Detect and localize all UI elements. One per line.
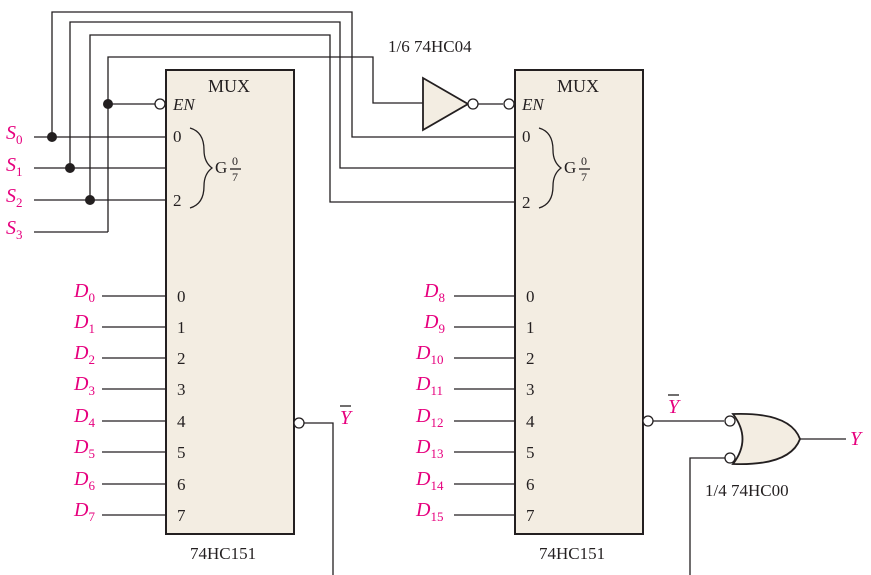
label-d12: D12 <box>415 405 443 430</box>
wire-left-out <box>304 422 334 575</box>
mux-right-sel-pin-0: 0 <box>522 127 531 146</box>
inverter-gate: 1/6 74HC04 <box>388 37 503 132</box>
mux-right-en-label: EN <box>521 95 545 114</box>
junction-s0 <box>47 132 57 142</box>
data-inputs-left: D0 D1 D2 D3 D4 D5 D6 D7 <box>73 280 166 524</box>
mux-right-pin-7: 7 <box>526 506 535 525</box>
label-d13: D13 <box>415 436 443 461</box>
mux-left-sel-pin-0: 0 <box>173 127 182 146</box>
mux-right-out-label: Y <box>668 396 681 418</box>
mux-right-data-pins: 0 1 2 3 4 5 6 7 <box>526 287 535 525</box>
nand-body <box>731 412 801 466</box>
mux-right-group-num: 0 <box>581 154 587 168</box>
label-d5: D5 <box>73 436 95 461</box>
mux-left-body <box>165 69 295 535</box>
mux-left-pin-7: 7 <box>177 506 186 525</box>
final-output-label: Y <box>850 428 863 450</box>
label-s2: S2 <box>6 185 23 210</box>
label-d6: D6 <box>73 468 95 493</box>
mux-left-pin-0: 0 <box>177 287 186 306</box>
mux-left-en-bubble <box>154 98 166 110</box>
mux-right-part: 74HC151 <box>539 544 605 563</box>
label-d4: D4 <box>73 405 95 430</box>
inverter-label: 1/6 74HC04 <box>388 37 472 56</box>
label-s1: S1 <box>6 154 23 179</box>
mux-left-pin-3: 3 <box>177 380 186 399</box>
mux-right-pin-3: 3 <box>526 380 535 399</box>
mux-left-out-label: Y <box>340 407 353 429</box>
select-input-labels: S0 S1 S2 S3 <box>6 122 23 242</box>
mux-left-en-label: EN <box>172 95 196 114</box>
mux-left-out-bubble <box>293 417 305 429</box>
nand-gate: Y 1/4 74HC00 <box>689 412 863 575</box>
mux-left-title: MUX <box>208 76 250 96</box>
mux-right: MUX EN 0 2 G 0 7 0 1 2 3 4 5 6 7 Y 74HC1… <box>503 69 724 563</box>
inverter-out-bubble <box>467 98 479 110</box>
label-d14: D14 <box>415 468 444 493</box>
mux-left-group-den: 7 <box>232 170 238 184</box>
junction-s2 <box>85 195 95 205</box>
label-s0: S0 <box>6 122 23 147</box>
mux-right-pin-1: 1 <box>526 318 535 337</box>
mux-left-group-num: 0 <box>232 154 238 168</box>
nand-in-bubble-a <box>724 415 736 427</box>
wire-s3-bus <box>107 56 423 232</box>
wire-s1-bus <box>69 21 515 169</box>
select-input-lines <box>34 99 166 233</box>
mux-right-title: MUX <box>557 76 599 96</box>
inverter-body <box>422 76 470 132</box>
mux-right-pin-5: 5 <box>526 443 535 462</box>
mux-right-sel-pin-2: 2 <box>522 193 531 212</box>
mux-left-pin-4: 4 <box>177 412 186 431</box>
mux-left-group-letter: G <box>215 158 227 177</box>
mux-left: MUX EN 0 2 G 0 7 0 1 2 3 4 5 6 7 Y 74HC1… <box>154 69 353 575</box>
label-d8: D8 <box>423 280 445 305</box>
mux-right-group-letter: G <box>564 158 576 177</box>
mux-right-pin-2: 2 <box>526 349 535 368</box>
label-d11: D11 <box>415 373 443 398</box>
wire-nand-b-in <box>689 457 725 575</box>
label-s3: S3 <box>6 217 23 242</box>
label-d0: D0 <box>73 280 95 305</box>
mux-right-pin-6: 6 <box>526 475 535 494</box>
nand-label: 1/4 74HC00 <box>705 481 789 500</box>
label-d7: D7 <box>73 499 95 524</box>
label-d1: D1 <box>73 311 95 336</box>
label-d10: D10 <box>415 342 443 367</box>
mux-right-out-bubble <box>642 415 654 427</box>
mux-right-body <box>514 69 644 535</box>
label-d2: D2 <box>73 342 95 367</box>
junction-s3 <box>103 99 113 109</box>
junction-s1 <box>65 163 75 173</box>
mux-left-pin-2: 2 <box>177 349 186 368</box>
mux-right-en-bubble <box>503 98 515 110</box>
mux-left-part: 74HC151 <box>190 544 256 563</box>
wire-s0-bus <box>51 11 515 138</box>
mux-right-pin-4: 4 <box>526 412 535 431</box>
mux-left-sel-pin-2: 2 <box>173 191 182 210</box>
label-d3: D3 <box>73 373 95 398</box>
label-d9: D9 <box>423 311 445 336</box>
wire-s2-bus <box>89 34 515 203</box>
select-bus-wires <box>51 11 515 232</box>
mux-left-pin-1: 1 <box>177 318 186 337</box>
mux-right-pin-0: 0 <box>526 287 535 306</box>
mux-left-data-pins: 0 1 2 3 4 5 6 7 <box>177 287 186 525</box>
mux-left-pin-6: 6 <box>177 475 186 494</box>
mux-left-brace <box>189 127 214 209</box>
nand-in-bubble-b <box>724 452 736 464</box>
mux-right-brace <box>538 127 563 209</box>
label-d15: D15 <box>415 499 443 524</box>
mux-right-group-den: 7 <box>581 170 587 184</box>
mux-left-pin-5: 5 <box>177 443 186 462</box>
data-inputs-right: D8 D9 D10 D11 D12 D13 D14 D15 <box>415 280 515 524</box>
